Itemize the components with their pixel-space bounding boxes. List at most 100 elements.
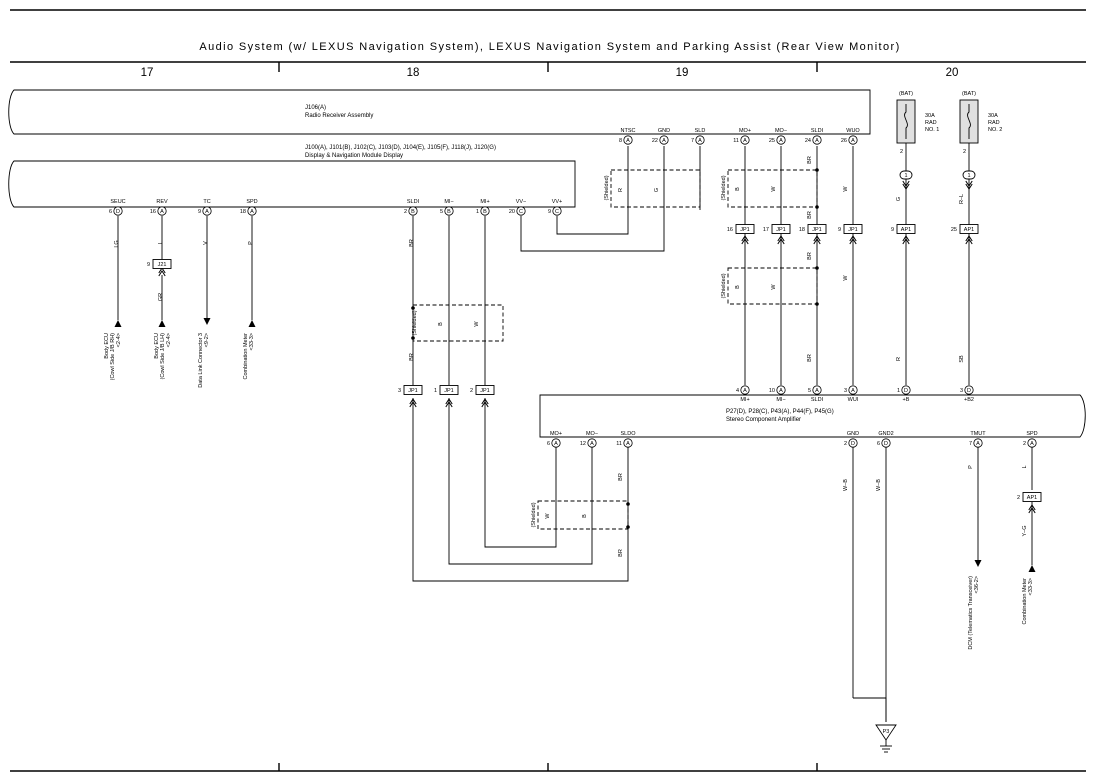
pin-number: 3 (960, 388, 963, 394)
junction-pin-number: 9 (891, 227, 894, 233)
pin-name: TC (203, 199, 210, 205)
pin-circle (776, 385, 786, 395)
pin-connector: D (116, 209, 120, 215)
pin-number: 12 (580, 441, 586, 447)
junction-box (152, 259, 172, 269)
pin-connector: D (851, 441, 855, 447)
destination-label: Body ECU (104, 333, 110, 359)
pin-number: 26 (841, 138, 847, 144)
arrow (1028, 565, 1036, 572)
wire-color-label: GR (158, 293, 164, 301)
pin-name: SLDI (407, 199, 420, 205)
ground-label: P3 (883, 729, 890, 735)
pin-name: MI− (776, 397, 785, 403)
pin-connector: D (904, 388, 908, 394)
amp-name: Stereo Component Amplifier (726, 417, 801, 423)
destination-label: <33-3> (249, 333, 255, 350)
fuse-rad-no-2 (959, 99, 979, 144)
destination-label: Body ECU (154, 333, 160, 359)
wire-color-label: W (843, 186, 849, 192)
pin-name: MO− (775, 128, 787, 134)
pin-connector: A (815, 388, 819, 394)
junction-box (959, 224, 979, 234)
pin-circle (848, 438, 858, 448)
wire-color-label: G (654, 188, 660, 192)
pin-circle (587, 438, 597, 448)
pin-connector: A (662, 138, 666, 144)
wires-section-18 (412, 146, 701, 582)
pin-circle (812, 135, 822, 145)
joint-number: 1 (967, 173, 970, 179)
section-number: 18 (407, 67, 420, 79)
wire-color-label: W (771, 284, 777, 290)
pin-name: VV− (516, 199, 527, 205)
pin-connector: A (160, 209, 164, 215)
junction-box (475, 385, 495, 395)
pin-circle (776, 135, 786, 145)
pin-number: 4 (736, 388, 739, 394)
pin-connector: A (779, 388, 783, 394)
pin-circle (444, 206, 454, 216)
fuse-source: (BAT) (899, 91, 913, 97)
pin-circle (516, 206, 526, 216)
pin-circle (901, 385, 911, 395)
destination-label: DCM (Telematics Transceiver) (968, 576, 974, 650)
arrow (158, 320, 166, 327)
wire-color-label: Y–G (1022, 525, 1028, 536)
pin-name: SEUC (110, 199, 125, 205)
pin-circle (157, 206, 167, 216)
stereo-amplifier-box (539, 394, 1086, 438)
pin-connector: A (976, 441, 980, 447)
pin-connector: A (851, 388, 855, 394)
pin-connector: A (250, 209, 254, 215)
pin-connector: B (411, 209, 415, 215)
junction-label: JP1 (812, 227, 821, 233)
terminal-number: 2 (963, 149, 966, 155)
junction-label: AP1 (964, 227, 974, 233)
junction-label: JP1 (408, 388, 417, 394)
fuse-label: NO. 2 (988, 127, 1002, 133)
wire-color-label: W–B (843, 479, 849, 491)
junction-box (896, 224, 916, 234)
fuse-rad-no-1 (896, 99, 916, 144)
pin-circle (740, 385, 750, 395)
pin-number: 20 (509, 209, 515, 215)
wire-color-label: BR (409, 239, 415, 247)
fuse-label: NO. 1 (925, 127, 939, 133)
destination-label: <36-2> (974, 576, 980, 593)
junction-pin-number: 3 (398, 388, 401, 394)
junction-pin-number: 25 (951, 227, 957, 233)
pin-number: 22 (652, 138, 658, 144)
wire-color-label: L (1022, 465, 1028, 468)
wire-color-label: L (158, 241, 164, 244)
pin-circle (1027, 438, 1037, 448)
junction-box (807, 224, 827, 234)
pin-number: 25 (769, 138, 775, 144)
pin-name: MO+ (739, 128, 751, 134)
pin-circle (552, 206, 562, 216)
pin-connector: A (779, 138, 783, 144)
destination-label: <2-4> (116, 333, 122, 347)
destination-label: (Cowl Side J/B LH) (160, 333, 166, 380)
wires-section-20 (852, 143, 1033, 722)
pin-circle (812, 385, 822, 395)
junction-box (439, 385, 459, 395)
pin-number: 24 (805, 138, 811, 144)
diagram-title: Audio System (w/ LEXUS Navigation System… (199, 41, 900, 53)
display-name: Display & Navigation Module Display (305, 153, 403, 159)
wire-color-label: BR (807, 252, 813, 260)
pin-number: 1 (476, 209, 479, 215)
pin-connector: B (483, 209, 487, 215)
wire-color-label: BR (409, 353, 415, 361)
pin-connector: A (698, 138, 702, 144)
wires-section-17 (117, 216, 253, 320)
destination-label: <2-4> (166, 333, 172, 347)
pin-connector: B (447, 209, 451, 215)
junction-label: JP1 (776, 227, 785, 233)
pin-number: 6 (109, 209, 112, 215)
pin-connector: A (205, 209, 209, 215)
